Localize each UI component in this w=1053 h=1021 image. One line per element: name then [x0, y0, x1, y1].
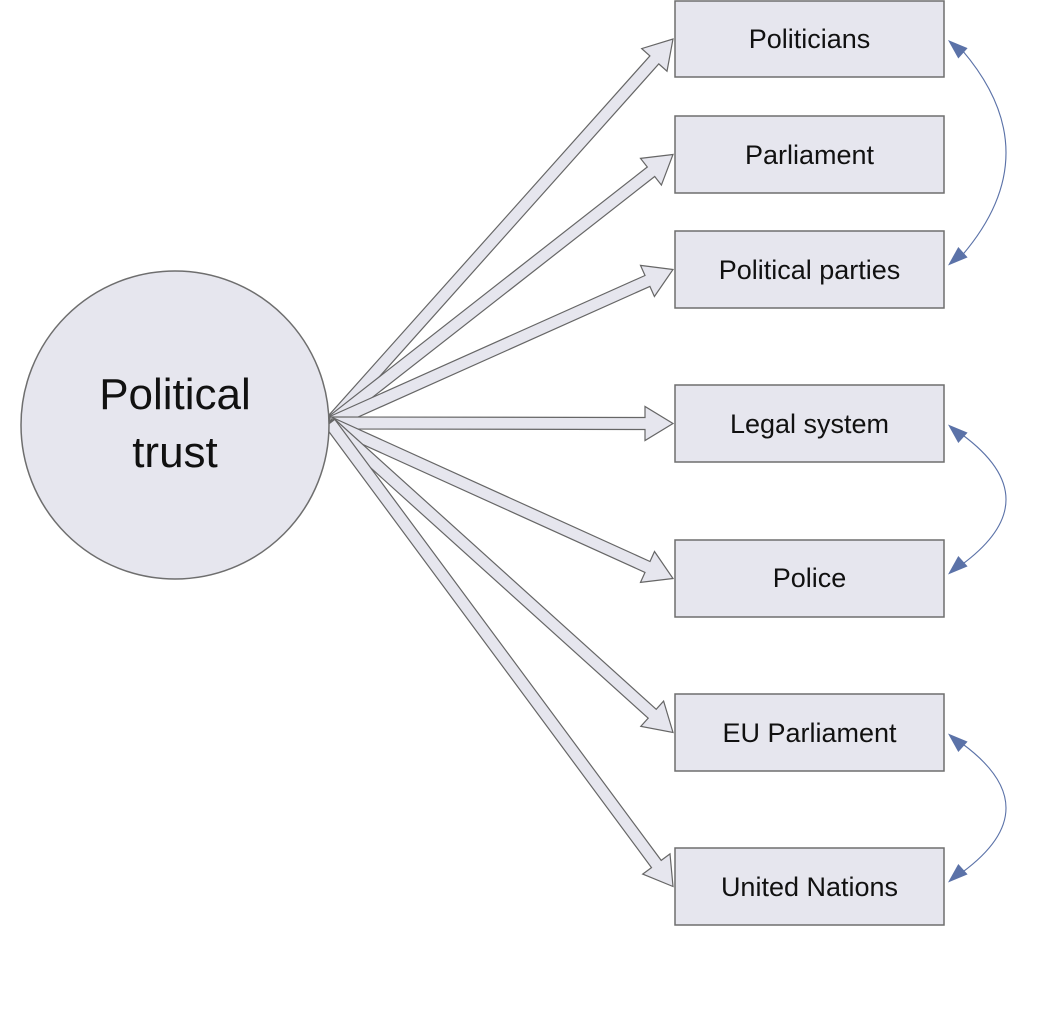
- indicator-label: United Nations: [721, 872, 898, 902]
- correlation-arrows: [948, 40, 1007, 883]
- indicator-node-united-nations: United Nations: [674, 847, 945, 926]
- arrowhead-icon: [948, 40, 968, 59]
- correlation-curve: [961, 434, 1007, 565]
- loading-arrow-parliament: [325, 153, 674, 429]
- indicator-label: Political parties: [719, 255, 901, 285]
- arrowhead-icon: [948, 247, 968, 266]
- indicator-box: [674, 539, 945, 618]
- loading-arrow-eu-parliament: [325, 417, 674, 734]
- loading-arrow-politicians: [324, 38, 674, 428]
- arrowhead-icon: [948, 864, 968, 883]
- loading-arrows: [324, 38, 675, 888]
- arrowhead-icon: [948, 556, 968, 575]
- correlation-eu-parliament-united-nations: [948, 733, 1007, 883]
- indicator-box: [674, 384, 945, 463]
- latent-label-line-1: Political: [99, 370, 251, 419]
- indicator-label: EU Parliament: [722, 718, 897, 748]
- indicator-label: Politicians: [749, 24, 871, 54]
- correlation-legal-system-police: [948, 424, 1007, 575]
- indicator-label: Legal system: [730, 409, 889, 439]
- indicator-box: [674, 230, 945, 309]
- arrowhead-icon: [948, 424, 968, 443]
- latent-circle: [20, 270, 330, 580]
- indicator-box: [674, 0, 945, 78]
- loading-arrow-united-nations: [324, 418, 674, 888]
- indicator-box: [674, 847, 945, 926]
- indicator-node-eu-parliament: EU Parliament: [674, 693, 945, 772]
- indicator-node-parliament: Parliament: [674, 115, 945, 194]
- loading-arrow-police: [326, 416, 675, 584]
- indicator-node-police: Police: [674, 539, 945, 618]
- indicator-box: [674, 693, 945, 772]
- indicator-node-legal-system: Legal system: [674, 384, 945, 463]
- loading-arrow-legal-system: [329, 405, 675, 442]
- indicator-label: Police: [773, 563, 847, 593]
- indicator-node-political-parties: Political parties: [674, 230, 945, 309]
- loading-arrow-political-parties: [326, 264, 675, 430]
- correlation-politicians-political-parties: [948, 40, 1007, 266]
- arrowhead-icon: [948, 733, 968, 752]
- indicator-node-politicians: Politicians: [674, 0, 945, 78]
- latent-label-line-2: trust: [132, 428, 218, 477]
- indicator-nodes: Politicians Parliament Political parties…: [674, 0, 945, 926]
- indicator-label: Parliament: [745, 140, 875, 170]
- latent-node-political-trust: Political trust: [20, 270, 330, 580]
- correlation-curve: [961, 49, 1007, 256]
- indicator-box: [674, 115, 945, 194]
- correlation-curve: [961, 743, 1007, 873]
